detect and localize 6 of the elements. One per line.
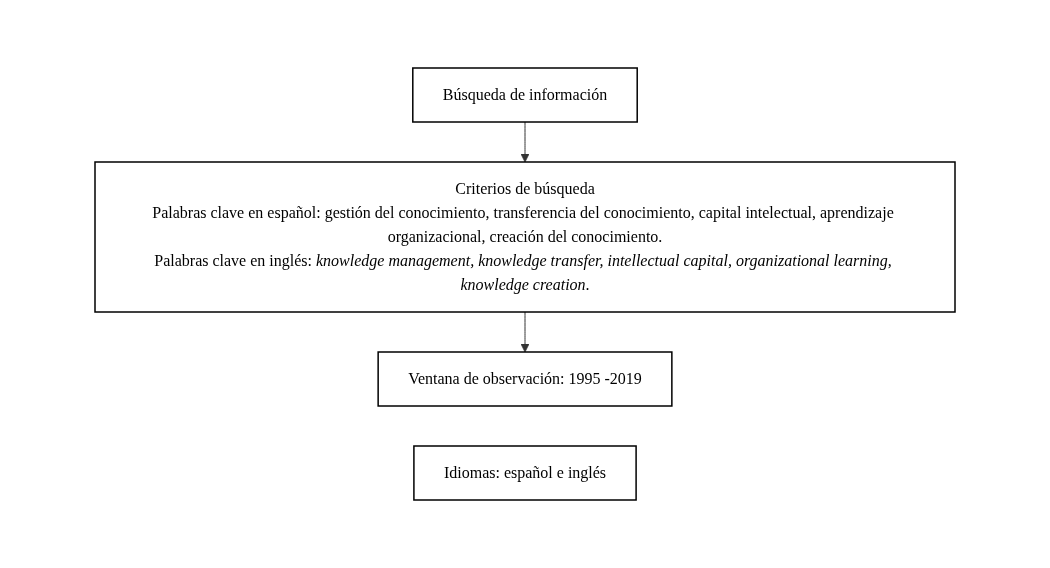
node-box: Idiomas: español e inglés [413, 445, 637, 501]
node-box: Ventana de observación: 1995 -2019 [377, 351, 673, 407]
node-box: Búsqueda de información [412, 67, 638, 123]
arrow [520, 311, 530, 353]
arrow [520, 121, 530, 163]
node-box: Criterios de búsqueda Palabras clave en español: gestión del conocimiento, transferencia del conocimiento, capital intelectual, aprendizaje organizacional, creación del conocimiento. Palabras clave en inglés: knowledge management, knowledge transfer, intellectual capital, organizational learning, knowledge creation. [94, 161, 956, 313]
